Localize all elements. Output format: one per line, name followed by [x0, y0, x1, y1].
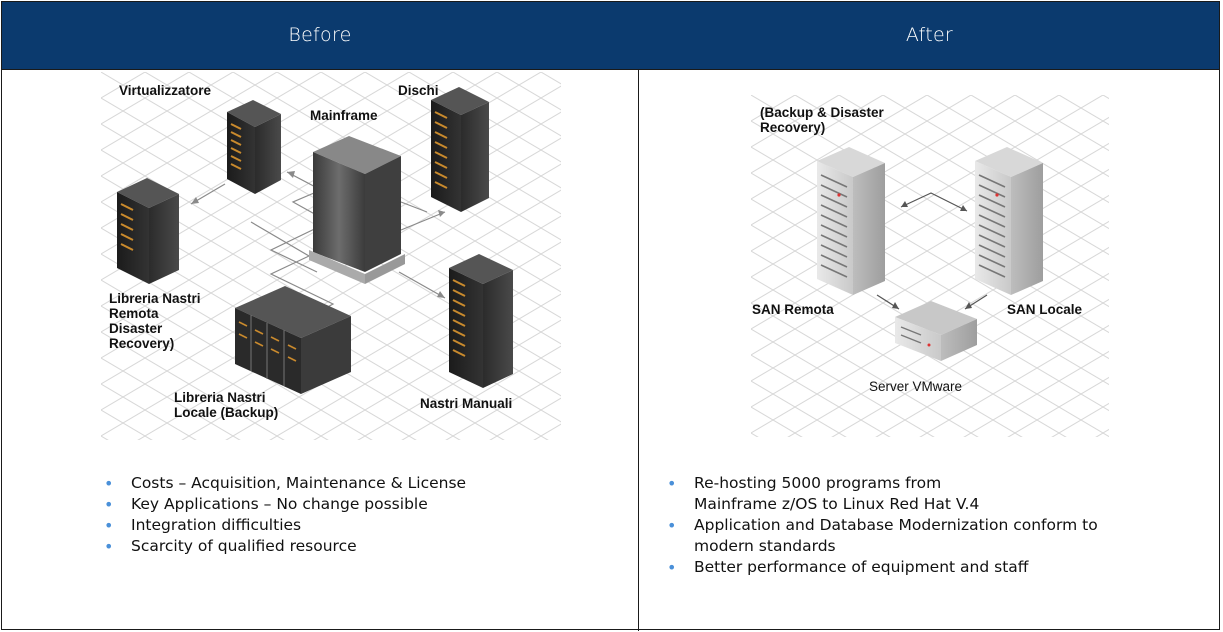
list-item: • Key Applications – No change possible: [101, 494, 621, 515]
bullet-dot-icon: •: [667, 558, 677, 577]
list-item: • Better performance of equipment and sta…: [664, 557, 1204, 578]
column-divider: [638, 69, 639, 631]
label-san-remota: SAN Remota: [752, 302, 834, 317]
list-item: • Re-hosting 5000 programs from Mainframe…: [664, 473, 1204, 515]
after-bullet-list: • Re-hosting 5000 programs from Mainframe…: [664, 473, 1204, 578]
list-item: • Scarcity of qualified resource: [101, 536, 621, 557]
before-diagram-graphic: [101, 72, 561, 440]
label-libreria-locale: Libreria Nastri Locale (Backup): [174, 390, 279, 420]
header-before: Before: [288, 24, 352, 46]
bullet-dot-icon: •: [104, 516, 114, 535]
dischi-rack: [431, 87, 489, 212]
header-divider: [2, 69, 1219, 70]
bullet-text: Key Applications – No change possible: [131, 495, 428, 513]
mainframe-unit: [309, 136, 405, 284]
bullet-dot-icon: •: [104, 474, 114, 493]
label-backup-dr: (Backup & Disaster Recovery): [760, 105, 884, 135]
virtualizzatore-rack: [227, 100, 281, 194]
label-san-locale: SAN Locale: [1007, 302, 1083, 317]
before-bullet-list: • Costs – Acquisition, Maintenance & Lice…: [101, 473, 621, 557]
table-header: Before After: [2, 2, 1219, 69]
bullet-text: Application and Database Modernization c…: [694, 516, 1098, 555]
label-mainframe: Mainframe: [310, 108, 378, 123]
bullet-text: Better performance of equipment and staf…: [694, 558, 1029, 576]
bullet-dot-icon: •: [104, 537, 114, 556]
label-server-vmware: Server VMware: [869, 379, 963, 394]
list-item: • Integration difficulties: [101, 515, 621, 536]
san-locale-rack: [975, 147, 1043, 295]
header-after: After: [905, 24, 954, 46]
label-dischi: Dischi: [398, 83, 439, 98]
bullet-dot-icon: •: [667, 516, 677, 535]
after-diagram: (Backup & Disaster Recovery) SAN Remota …: [751, 95, 1109, 437]
list-item: • Application and Database Modernization …: [664, 515, 1204, 557]
bullet-text: Re-hosting 5000 programs from Mainframe …: [694, 474, 980, 513]
bullet-text: Costs – Acquisition, Maintenance & Licen…: [131, 474, 467, 492]
libreria-remota-rack: [117, 178, 179, 284]
bullet-dot-icon: •: [667, 474, 677, 493]
bullet-text: Scarcity of qualified resource: [131, 537, 357, 555]
libreria-locale-racks: [235, 286, 351, 394]
label-nastri-manuali: Nastri Manuali: [420, 396, 513, 411]
before-diagram: Virtualizzatore Dischi Mainframe Libreri…: [101, 72, 561, 440]
after-diagram-graphic: [751, 95, 1109, 437]
label-virtualizzatore: Virtualizzatore: [119, 83, 212, 98]
san-remota-rack: [817, 147, 885, 295]
nastri-manuali-rack: [449, 254, 513, 388]
bullet-text: Integration difficulties: [131, 516, 302, 534]
list-item: • Costs – Acquisition, Maintenance & Lice…: [101, 473, 621, 494]
bullet-dot-icon: •: [104, 495, 114, 514]
label-libreria-remota: Libreria Nastri Remota Disaster Recovery…: [109, 291, 201, 351]
server-vmware-box: [895, 301, 977, 361]
